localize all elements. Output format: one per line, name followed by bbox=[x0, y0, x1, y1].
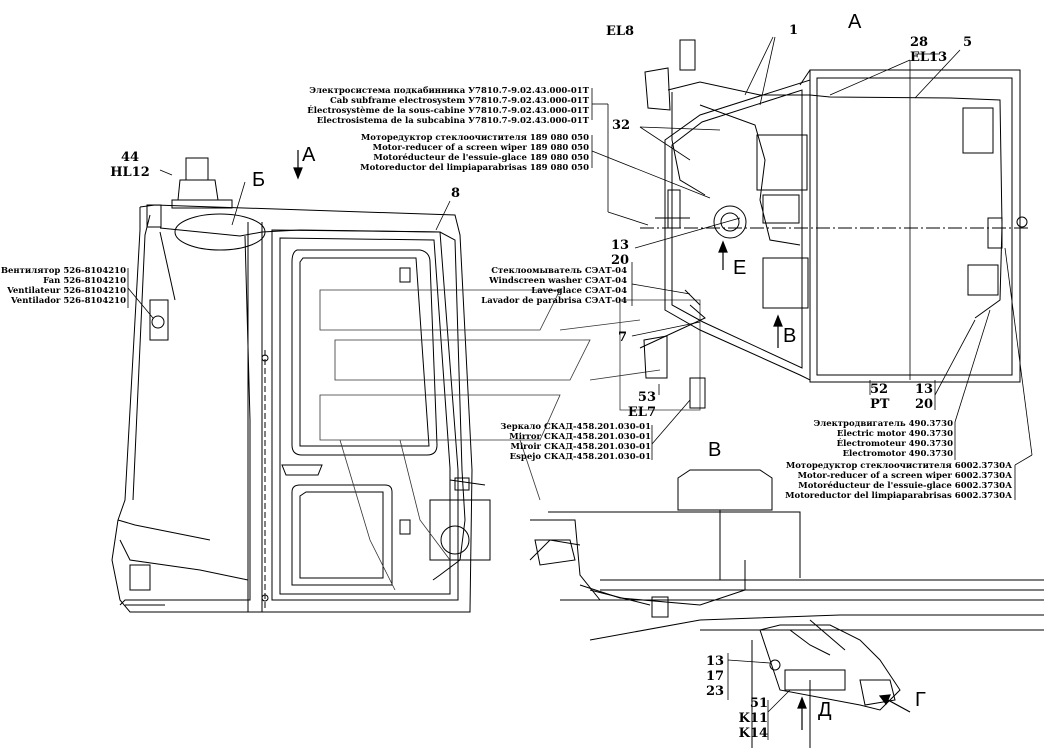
label-en: Cab subframe electrosystem У7810.7-9.02.… bbox=[329, 96, 589, 106]
label-fr: Motoréducteur de l'essuie-glace 6002.373… bbox=[798, 481, 1012, 491]
label-fr: Motoréducteur de l'essuie-glace 189 080 … bbox=[373, 153, 589, 163]
label-en: Windscreen washer СЭАТ-04 bbox=[489, 276, 627, 286]
label-fr: Électromoteur 490.3730 bbox=[836, 439, 953, 449]
ref-number: 13 bbox=[705, 654, 725, 669]
ref-code: K14 bbox=[738, 726, 768, 741]
view-d-arrow-label: Д bbox=[818, 699, 832, 721]
ref-code: PT bbox=[870, 397, 890, 412]
label-ru: Зеркало СКАД-458.201.030-01 bbox=[500, 422, 651, 432]
ref-number: 13 bbox=[914, 382, 934, 397]
label-es: Electromotor 490.3730 bbox=[842, 449, 953, 459]
view-v-title: В bbox=[708, 439, 722, 461]
ref-53-el7: 53 EL7 bbox=[622, 390, 656, 420]
label-electric-motor: Электродвигатель 490.3730 Electric motor… bbox=[813, 419, 953, 459]
label-fr: Électrosystème de la sous-cabine У7810.7… bbox=[307, 106, 589, 116]
ref-number: 51 bbox=[749, 696, 768, 711]
ref-number: 17 bbox=[705, 669, 725, 684]
ref-number: 28 bbox=[910, 35, 929, 50]
view-arrows bbox=[293, 150, 911, 730]
view-b-title: Б bbox=[252, 169, 266, 191]
ref-7: 7 bbox=[618, 330, 628, 345]
view-a bbox=[639, 39, 1030, 409]
label-wiper-motor-189: Моторедуктор стеклоочистителя 189 080 05… bbox=[360, 133, 589, 173]
label-wiper-motor-6002: Моторедуктор стеклоочистителя 6002.3730А… bbox=[785, 461, 1012, 501]
ref-number: 52 bbox=[870, 382, 889, 397]
label-en: Motor-reducer of a screen wiper 189 080 … bbox=[372, 143, 589, 153]
ref-el8: EL8 bbox=[606, 24, 635, 39]
ref-1: 1 bbox=[789, 23, 799, 38]
label-ru: Моторедуктор стеклоочистителя 6002.3730А bbox=[785, 461, 1012, 471]
ref-number: 23 bbox=[705, 684, 725, 699]
label-fr: Miroir СКАД-458.201.030-01 bbox=[510, 442, 651, 452]
label-ru: Электросистема подкабинника У7810.7-9.02… bbox=[309, 86, 589, 96]
label-fr: Ventilateur 526-8104210 bbox=[7, 286, 126, 296]
ref-number: 20 bbox=[610, 253, 630, 268]
label-en: Motor-reducer of a screen wiper 6002.373… bbox=[797, 471, 1012, 481]
ref-28-el13: 28 EL13 bbox=[910, 35, 950, 65]
label-subframe-electrosystem: Электросистема подкабинника У7810.7-9.02… bbox=[307, 86, 589, 126]
label-en: Fan 526-8104210 bbox=[43, 276, 126, 286]
label-es: Motoreductor del limpiaparabrisas 6002.3… bbox=[785, 491, 1012, 501]
ref-5: 5 bbox=[963, 35, 973, 50]
label-ru: Электродвигатель 490.3730 bbox=[813, 419, 953, 429]
view-e-arrow-label: Е bbox=[733, 257, 747, 279]
ref-code: EL7 bbox=[627, 405, 656, 420]
label-es: Ventilador 526-8104210 bbox=[10, 296, 126, 306]
label-ru: Вентилятор 526-8104210 bbox=[0, 266, 126, 276]
ref-44-hl12: 44 HL12 bbox=[110, 150, 150, 180]
label-fr: Lave-glace СЭАТ-04 bbox=[531, 286, 627, 296]
label-es: Electrosistema de la subcabina У7810.7-9… bbox=[316, 116, 589, 126]
leader-lines bbox=[127, 36, 1033, 740]
view-b-ghost bbox=[319, 289, 701, 591]
label-fan: Вентилятор 526-8104210 Fan 526-8104210 V… bbox=[1, 266, 126, 306]
label-en: Mirror СКАД-458.201.030-01 bbox=[509, 432, 651, 442]
ref-code: K11 bbox=[738, 711, 768, 726]
label-es: Espejo СКАД-458.201.030-01 bbox=[509, 452, 651, 462]
ref-13-20-a: 13 20 bbox=[607, 238, 633, 268]
label-washer: Стеклоомыватель СЭАТ-04 Windscreen washe… bbox=[481, 266, 627, 306]
ref-number: 20 bbox=[914, 397, 934, 412]
label-ru: Стеклоомыватель СЭАТ-04 bbox=[491, 266, 627, 276]
ref-13-17-23: 13 17 23 bbox=[702, 654, 728, 699]
view-a-arrow-label: A bbox=[302, 144, 316, 166]
view-v bbox=[529, 469, 1044, 748]
label-es: Lavador de parabrisa СЭАТ-04 bbox=[481, 296, 627, 306]
label-mirror: Зеркало СКАД-458.201.030-01 Mirror СКАД-… bbox=[500, 422, 651, 462]
ref-code: HL12 bbox=[110, 165, 150, 180]
view-g-arrow-label: Г bbox=[915, 689, 926, 711]
cab-side-view bbox=[111, 157, 491, 613]
ref-51-k11-k14: 51 K11 K14 bbox=[728, 696, 768, 741]
ref-number: 53 bbox=[637, 390, 656, 405]
ref-8: 8 bbox=[451, 186, 461, 201]
view-v-arrow-label: В bbox=[783, 325, 797, 347]
label-en: Electric motor 490.3730 bbox=[836, 429, 953, 439]
ref-code: EL13 bbox=[910, 50, 948, 65]
ref-32: 32 bbox=[612, 118, 631, 133]
label-es: Motoreductor del limpiaparabrisas 189 08… bbox=[360, 163, 589, 173]
ref-number: 13 bbox=[610, 238, 630, 253]
view-a-title: A bbox=[848, 11, 862, 33]
ref-number: 44 bbox=[120, 150, 140, 165]
label-ru: Моторедуктор стеклоочистителя 189 080 05… bbox=[360, 133, 589, 143]
ref-13-20-b: 13 20 bbox=[912, 382, 936, 412]
ref-52-pt: 52 PT bbox=[870, 382, 894, 412]
